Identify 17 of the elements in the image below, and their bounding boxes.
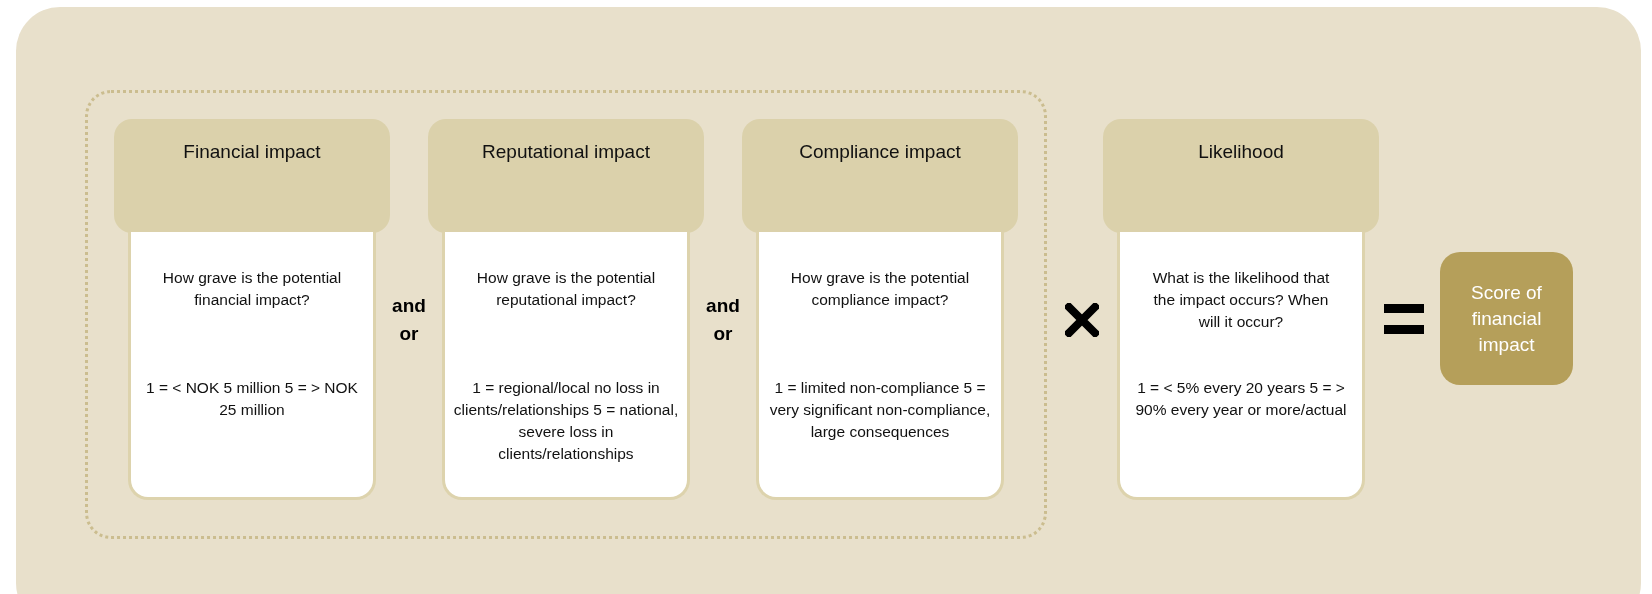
result-box	[1440, 252, 1573, 385]
scale-text: 1 = regional/local no loss in clients/relationships 5 = national, severe loss in clients/relationships	[453, 378, 679, 464]
connector-word: and or	[391, 294, 427, 346]
scale-text: 1 = < 5% every 20 years 5 = > 90% every year or more/actual	[1134, 378, 1348, 420]
question-text: How grave is the potential compliance impact?	[789, 268, 971, 310]
connector-word: and or	[705, 294, 741, 346]
dotted-group-frame	[85, 90, 1047, 539]
card-header: Financial impact	[114, 119, 390, 233]
question-text: How grave is the potential reputational impact?	[475, 268, 657, 310]
card-header: Reputational impact	[428, 119, 704, 233]
card-header: Likelihood	[1103, 119, 1379, 233]
scale-text: 1 = < NOK 5 million 5 = > NOK 25 million	[145, 378, 359, 420]
card-header: Compliance impact	[742, 119, 1018, 233]
result-text: Score of financial impact	[1470, 280, 1543, 357]
scale-text: 1 = limited non-compliance 5 = very significant non-compliance, large consequences	[768, 378, 992, 442]
question-text: What is the likelihood that the impact occurs? When will it occur?	[1151, 268, 1331, 332]
question-text: How grave is the potential financial impact?	[161, 268, 343, 310]
